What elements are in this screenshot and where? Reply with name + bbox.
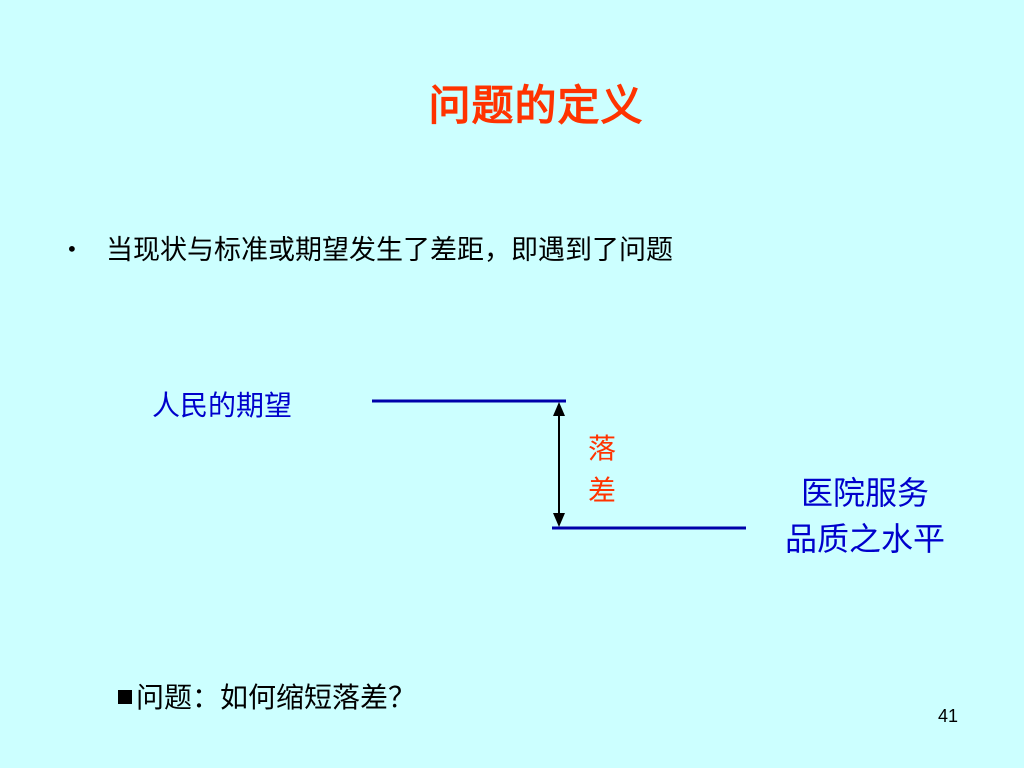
expectation-label: 人民的期望	[152, 389, 293, 422]
slide-title: 问题的定义	[428, 81, 644, 130]
square-bullet-icon	[118, 690, 132, 704]
quality-label: 医院服务 品质之水平	[760, 470, 970, 562]
bullet-text: 当现状与标准或期望发生了差距，即遇到了问题	[106, 235, 673, 266]
gap-label-char-1: 落	[587, 432, 616, 465]
quality-label-line-1: 医院服务	[800, 474, 929, 512]
page-number: 41	[938, 706, 959, 726]
bullet-item: • 当现状与标准或期望发生了差距，即遇到了问题	[66, 228, 673, 267]
gap-arrow-head-up	[553, 402, 565, 416]
gap-label: 落 差	[586, 428, 618, 512]
gap-arrow-head-down	[553, 513, 565, 527]
question-text: 问题：如何缩短落差？	[136, 681, 417, 714]
gap-label-char-2: 差	[587, 474, 616, 507]
quality-label-line-2: 品质之水平	[784, 520, 945, 558]
question-item: 问题：如何缩短落差？	[118, 676, 416, 716]
bullet-marker: •	[66, 237, 78, 261]
